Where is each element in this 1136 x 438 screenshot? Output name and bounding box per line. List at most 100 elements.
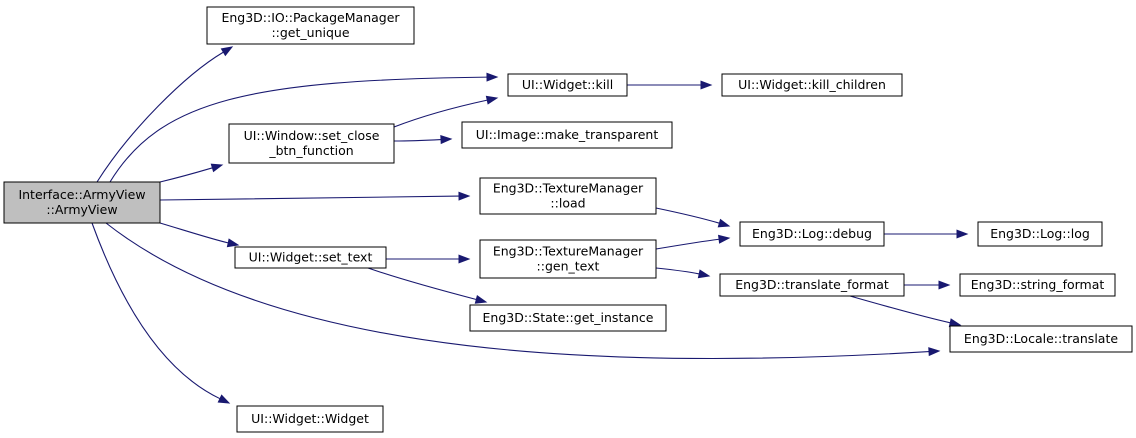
edge-tm_gen_text-to-log_debug <box>655 234 731 250</box>
node-box <box>469 304 667 332</box>
arrowhead <box>217 394 231 404</box>
node-log_debug[interactable]: Eng3D::Log::debug <box>739 221 885 247</box>
arrowhead <box>486 72 499 82</box>
node-label: _btn_function <box>268 143 353 158</box>
node-state_get_instance[interactable]: Eng3D::State::get_instance <box>469 304 667 332</box>
arrowhead <box>210 163 224 173</box>
node-box <box>721 73 903 97</box>
edge-line <box>367 267 477 301</box>
node-box <box>206 6 415 45</box>
arrowhead <box>440 135 453 145</box>
node-box <box>507 73 628 97</box>
node-box <box>977 221 1103 247</box>
node-box <box>719 273 905 297</box>
node-kill_children[interactable]: UI::Widget::kill_children <box>721 73 903 97</box>
node-translate_format[interactable]: Eng3D::translate_format <box>719 273 905 297</box>
node-label: Eng3D::Log::debug <box>752 226 872 241</box>
node-label: UI::Image::make_transparent <box>476 127 659 142</box>
node-label: Eng3D::TextureManager <box>493 181 644 196</box>
node-label: Interface::ArmyView <box>18 187 145 202</box>
node-box <box>479 177 657 215</box>
edge-line <box>393 138 442 142</box>
node-label: Eng3D::translate_format <box>735 277 889 292</box>
nodes-layer: Interface::ArmyView::ArmyView Eng3D::IO::… <box>3 6 1133 433</box>
node-label: Eng3D::TextureManager <box>493 244 644 259</box>
edge-armyview-to-pkg_get_unique <box>96 46 234 183</box>
arrowhead <box>956 229 969 239</box>
node-label: ::ArmyView <box>46 202 117 217</box>
arrowhead <box>220 46 234 57</box>
node-box <box>234 246 387 269</box>
node-kill[interactable]: UI::Widget::kill <box>507 73 628 97</box>
arrowhead <box>226 238 240 248</box>
edge-line <box>159 222 229 244</box>
arrowhead <box>485 95 499 105</box>
edge-tm_load-to-log_debug <box>655 207 731 228</box>
edge-line <box>109 76 488 183</box>
node-label: Eng3D::Log::log <box>990 226 1090 241</box>
node-set_text[interactable]: UI::Widget::set_text <box>234 246 387 269</box>
edge-kill-to-kill_children <box>627 80 713 90</box>
node-armyview[interactable]: Interface::ArmyView::ArmyView <box>3 181 161 224</box>
node-pkg_get_unique[interactable]: Eng3D::IO::PackageManager::get_unique <box>206 6 415 45</box>
edge-armyview-to-kill <box>109 72 499 183</box>
arrowhead <box>928 347 941 357</box>
arrowhead <box>458 191 471 201</box>
edge-armyview-to-locale_translate <box>105 222 941 360</box>
edge-set_text-to-tm_gen_text <box>386 254 471 264</box>
node-set_close_btn[interactable]: UI::Window::set_close_btn_function <box>228 123 395 164</box>
edge-set_close_btn-to-kill <box>393 95 499 128</box>
node-box <box>236 405 384 433</box>
edge-line <box>655 207 720 224</box>
edge-translate_format-to-string_format <box>904 280 951 290</box>
edge-line <box>655 238 720 250</box>
node-box <box>3 181 161 224</box>
node-label: Eng3D::IO::PackageManager <box>221 10 400 25</box>
node-box <box>228 123 395 164</box>
node-tm_gen_text[interactable]: Eng3D::TextureManager::gen_text <box>479 239 657 279</box>
arrowhead <box>700 80 713 90</box>
node-label: Eng3D::Locale::translate <box>964 331 1118 346</box>
edge-line <box>159 195 460 201</box>
node-label: UI::Widget::kill <box>522 77 613 92</box>
edge-tm_gen_text-to-translate_format <box>655 267 711 279</box>
node-widget_ctor[interactable]: UI::Widget::Widget <box>236 405 384 433</box>
arrowhead <box>948 318 962 328</box>
edge-line <box>655 267 700 275</box>
node-locale_translate[interactable]: Eng3D::Locale::translate <box>949 325 1133 353</box>
node-label: ::gen_text <box>537 259 600 274</box>
node-log_log[interactable]: Eng3D::Log::log <box>977 221 1103 247</box>
node-label: Eng3D::State::get_instance <box>483 310 654 325</box>
edge-log_debug-to-log_log <box>884 229 969 239</box>
arrowhead <box>718 234 731 244</box>
edge-armyview-to-widget_ctor <box>91 222 231 404</box>
edge-line <box>849 295 951 324</box>
arrowhead <box>717 218 731 228</box>
edge-line <box>159 167 213 183</box>
node-label: UI::Widget::Widget <box>251 411 369 426</box>
node-label: UI::Widget::set_text <box>249 250 373 265</box>
node-label: UI::Window::set_close <box>244 128 380 143</box>
edge-armyview-to-set_close_btn <box>159 163 224 183</box>
node-string_format[interactable]: Eng3D::string_format <box>959 273 1116 297</box>
node-tm_load[interactable]: Eng3D::TextureManager::load <box>479 177 657 215</box>
arrowhead <box>938 280 951 290</box>
edge-line <box>105 222 930 360</box>
arrowhead <box>697 269 711 279</box>
edge-set_text-to-state_get_instance <box>367 267 488 304</box>
edge-armyview-to-tm_load <box>159 191 471 201</box>
node-box <box>949 325 1133 353</box>
edges-layer <box>91 46 969 404</box>
node-label: UI::Widget::kill_children <box>738 77 886 92</box>
edge-line <box>91 222 221 400</box>
edge-set_close_btn-to-make_transparent <box>393 135 453 145</box>
edge-line <box>96 51 224 183</box>
edge-line <box>393 99 488 128</box>
node-box <box>479 239 657 279</box>
node-box <box>739 221 885 247</box>
node-make_transparent[interactable]: UI::Image::make_transparent <box>461 121 673 149</box>
node-box <box>461 121 673 149</box>
node-label: ::get_unique <box>271 25 349 40</box>
arrowhead <box>458 254 471 264</box>
